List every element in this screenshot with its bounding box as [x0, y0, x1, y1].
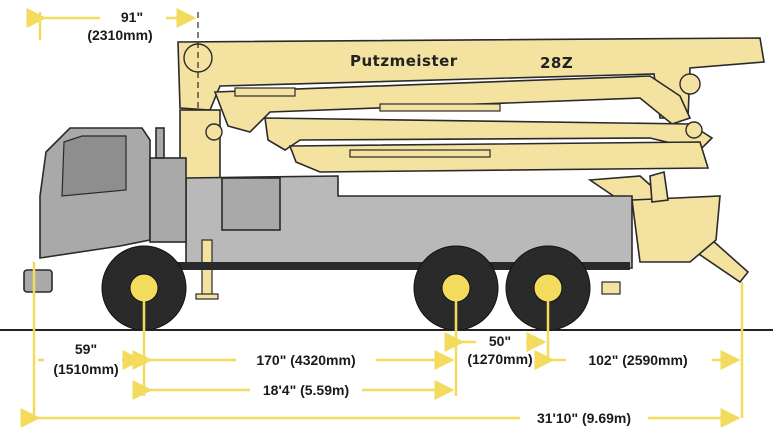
- hydraulic-cylinder: [379, 103, 501, 112]
- dim-overall-length: 31'10" (9.69m): [537, 410, 631, 426]
- dimension-lines: [20, 8, 744, 427]
- dim-axle-to-axle: 170" (4320mm): [256, 352, 355, 368]
- boom-pivot-pin: [685, 121, 703, 139]
- boom-pivot-pin: [679, 73, 701, 95]
- dim-top-offset-mm: (2310mm): [87, 27, 152, 43]
- hopper-fin: [649, 170, 669, 203]
- boom-assembly: Putzmeister 28Z: [177, 37, 765, 284]
- dim-front-overhang-mm: (1510mm): [53, 361, 118, 377]
- boom-brand-label: Putzmeister: [350, 52, 458, 70]
- hydraulic-cylinder: [349, 149, 491, 158]
- chassis-rail: [150, 262, 630, 270]
- dim-wheelbase: 18'4" (5.59m): [263, 382, 349, 398]
- engine-hood: [149, 157, 187, 243]
- dim-rear-overhang: 102" (2590mm): [588, 352, 687, 368]
- dim-top-offset-in: 91": [121, 9, 143, 25]
- dim-front-overhang-in: 59": [75, 341, 97, 357]
- hydraulic-cylinder: [234, 87, 296, 97]
- exhaust-stack: [155, 127, 165, 159]
- front-outrigger-pad: [195, 293, 219, 300]
- dim-tandem-in: 50": [489, 333, 511, 349]
- dim-tandem-mm: (1270mm): [467, 351, 532, 367]
- dimension-labels: 91" (2310mm) 59" (1510mm) 170" (4320mm) …: [53, 9, 687, 426]
- front-bumper: [23, 269, 53, 293]
- boom-pivot-pin: [205, 123, 223, 141]
- boom-model-label: 28Z: [540, 54, 573, 72]
- rear-outrigger-pad: [601, 281, 621, 295]
- cab-window: [61, 135, 127, 197]
- truck: [23, 127, 633, 300]
- tool-box: [221, 177, 281, 231]
- delivery-hopper: [631, 195, 721, 263]
